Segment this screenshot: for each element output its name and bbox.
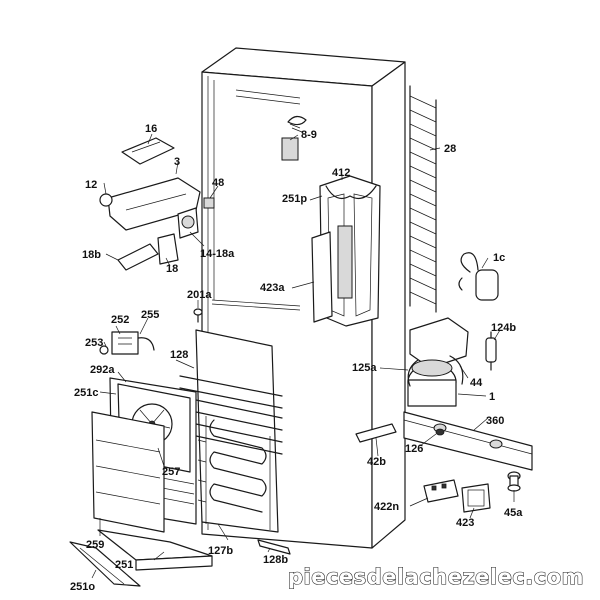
- label-259: 259: [86, 539, 104, 551]
- site-watermark: piecesdelachezelec.com: [288, 565, 584, 589]
- light-switch: [423, 479, 459, 503]
- label-18: 18: [166, 263, 178, 275]
- drain-tube: [257, 539, 291, 555]
- label-1c: 1c: [493, 252, 505, 264]
- filter-drier: [485, 331, 497, 371]
- bottom-tray: [97, 529, 213, 571]
- label-251c: 251c: [74, 387, 98, 399]
- compressor-assembly: [407, 317, 469, 407]
- switch-cover: [461, 483, 491, 513]
- label-125a: 125a: [352, 362, 377, 374]
- label-253: 253: [85, 337, 103, 349]
- label-12: 12: [85, 179, 97, 191]
- drawer-frame: [91, 411, 165, 533]
- label-422n: 422n: [374, 501, 399, 513]
- label-124b: 124b: [491, 322, 516, 334]
- evaporator-coil: [197, 416, 271, 530]
- label-128: 128: [170, 349, 188, 361]
- freezer-evaporator: [179, 329, 283, 533]
- label-14-18a: 14-18a: [200, 248, 235, 260]
- bottom-grille: [69, 541, 141, 587]
- label-128b: 128b: [263, 554, 288, 566]
- top-hinge: [281, 115, 307, 161]
- label-45a: 45a: [504, 507, 523, 519]
- interior-light-panel: [319, 175, 381, 327]
- label-1: 1: [489, 391, 495, 403]
- label-257: 257: [162, 466, 180, 478]
- label-292a: 292a: [90, 364, 115, 376]
- condenser-coil: [409, 85, 437, 313]
- compressor-grommet: [435, 428, 445, 436]
- label-251o: 251o: [70, 581, 95, 593]
- label-16: 16: [145, 123, 157, 135]
- label-28: 28: [444, 143, 456, 155]
- part-labels: 16 3 12 48 14-18a 18b 18 8-9 28 412 251p…: [70, 123, 523, 593]
- label-412: 412: [332, 167, 350, 179]
- label-126: 126: [405, 443, 423, 455]
- label-127b: 127b: [208, 545, 233, 557]
- screw: [193, 308, 203, 323]
- label-423a: 423a: [260, 282, 285, 294]
- label-44: 44: [470, 377, 483, 389]
- compressor-rail: [403, 411, 533, 471]
- label-18b: 18b: [82, 249, 101, 261]
- light-cover: [311, 231, 333, 323]
- fan-motor: [99, 331, 155, 355]
- label-251p: 251p: [282, 193, 307, 205]
- adjustable-foot: [507, 471, 521, 492]
- label-201a: 201a: [187, 289, 212, 301]
- thermostat-housing: [99, 137, 215, 271]
- label-3: 3: [174, 156, 180, 168]
- label-251: 251: [115, 559, 133, 571]
- label-255: 255: [141, 309, 159, 321]
- label-360: 360: [486, 415, 504, 427]
- label-48: 48: [212, 177, 224, 189]
- spacer-strip: [355, 423, 397, 443]
- label-423: 423: [456, 517, 474, 529]
- label-252: 252: [111, 314, 129, 326]
- start-capacitor: [458, 252, 499, 301]
- label-8-9: 8-9: [301, 129, 317, 141]
- label-42b: 42b: [367, 456, 386, 468]
- leader-lines: [91, 133, 515, 579]
